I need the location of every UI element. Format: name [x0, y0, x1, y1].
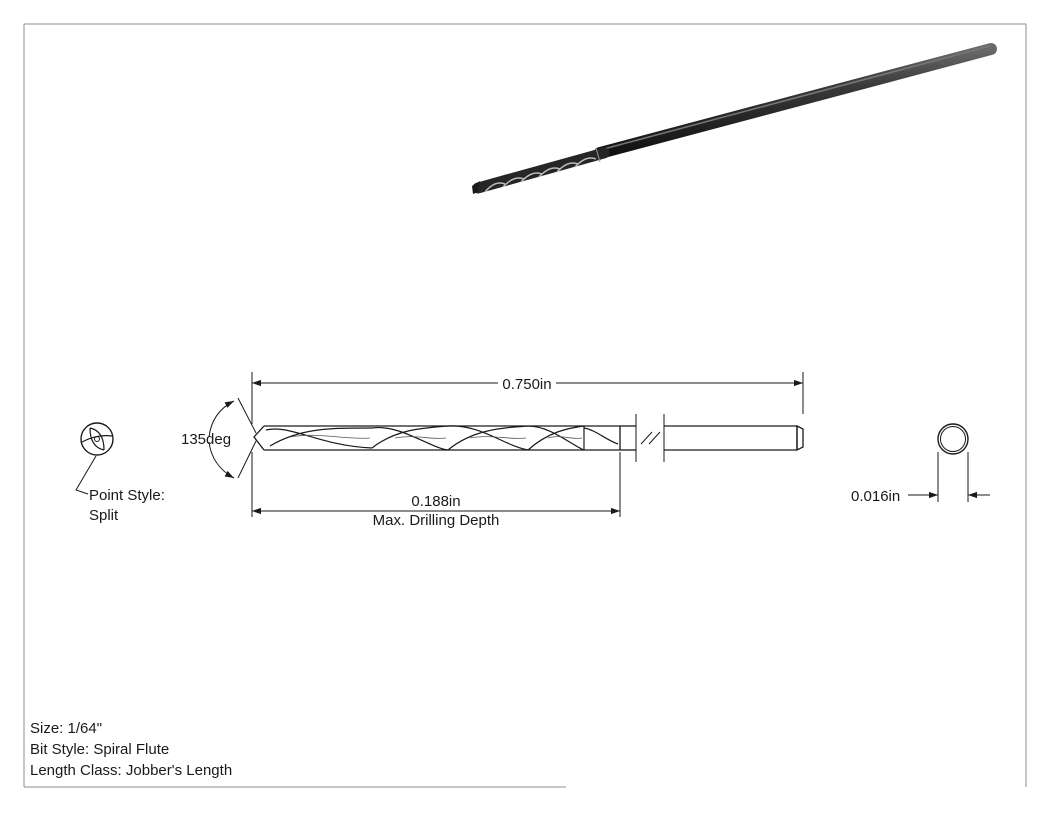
flute-length-dimension — [251, 452, 621, 517]
diameter-label: 0.016in — [851, 488, 900, 505]
point-end-view — [75, 422, 114, 495]
point-angle-dimension — [208, 397, 257, 479]
overall-length-dimension — [251, 372, 804, 424]
point-angle-label: 135deg — [181, 431, 231, 448]
overall-length-label: 0.750in — [502, 376, 551, 393]
sheet-border — [23, 23, 1027, 788]
isometric-drill-view — [472, 43, 997, 194]
drilling-depth-caption: Max. Drilling Depth — [373, 512, 500, 529]
bit-style-spec: Bit Style: Spiral Flute — [30, 741, 169, 758]
diameter-end-view — [908, 423, 990, 502]
point-style-value: Split — [89, 507, 119, 524]
side-drill-view — [253, 414, 804, 462]
size-spec: Size: 1/64" — [30, 720, 102, 737]
flute-length-label: 0.188in — [411, 493, 460, 510]
point-style-label: Point Style: — [89, 487, 165, 504]
title-block: Size: 1/64" Bit Style: Spiral Flute Leng… — [30, 720, 232, 779]
length-class-spec: Length Class: Jobber's Length — [30, 762, 232, 779]
